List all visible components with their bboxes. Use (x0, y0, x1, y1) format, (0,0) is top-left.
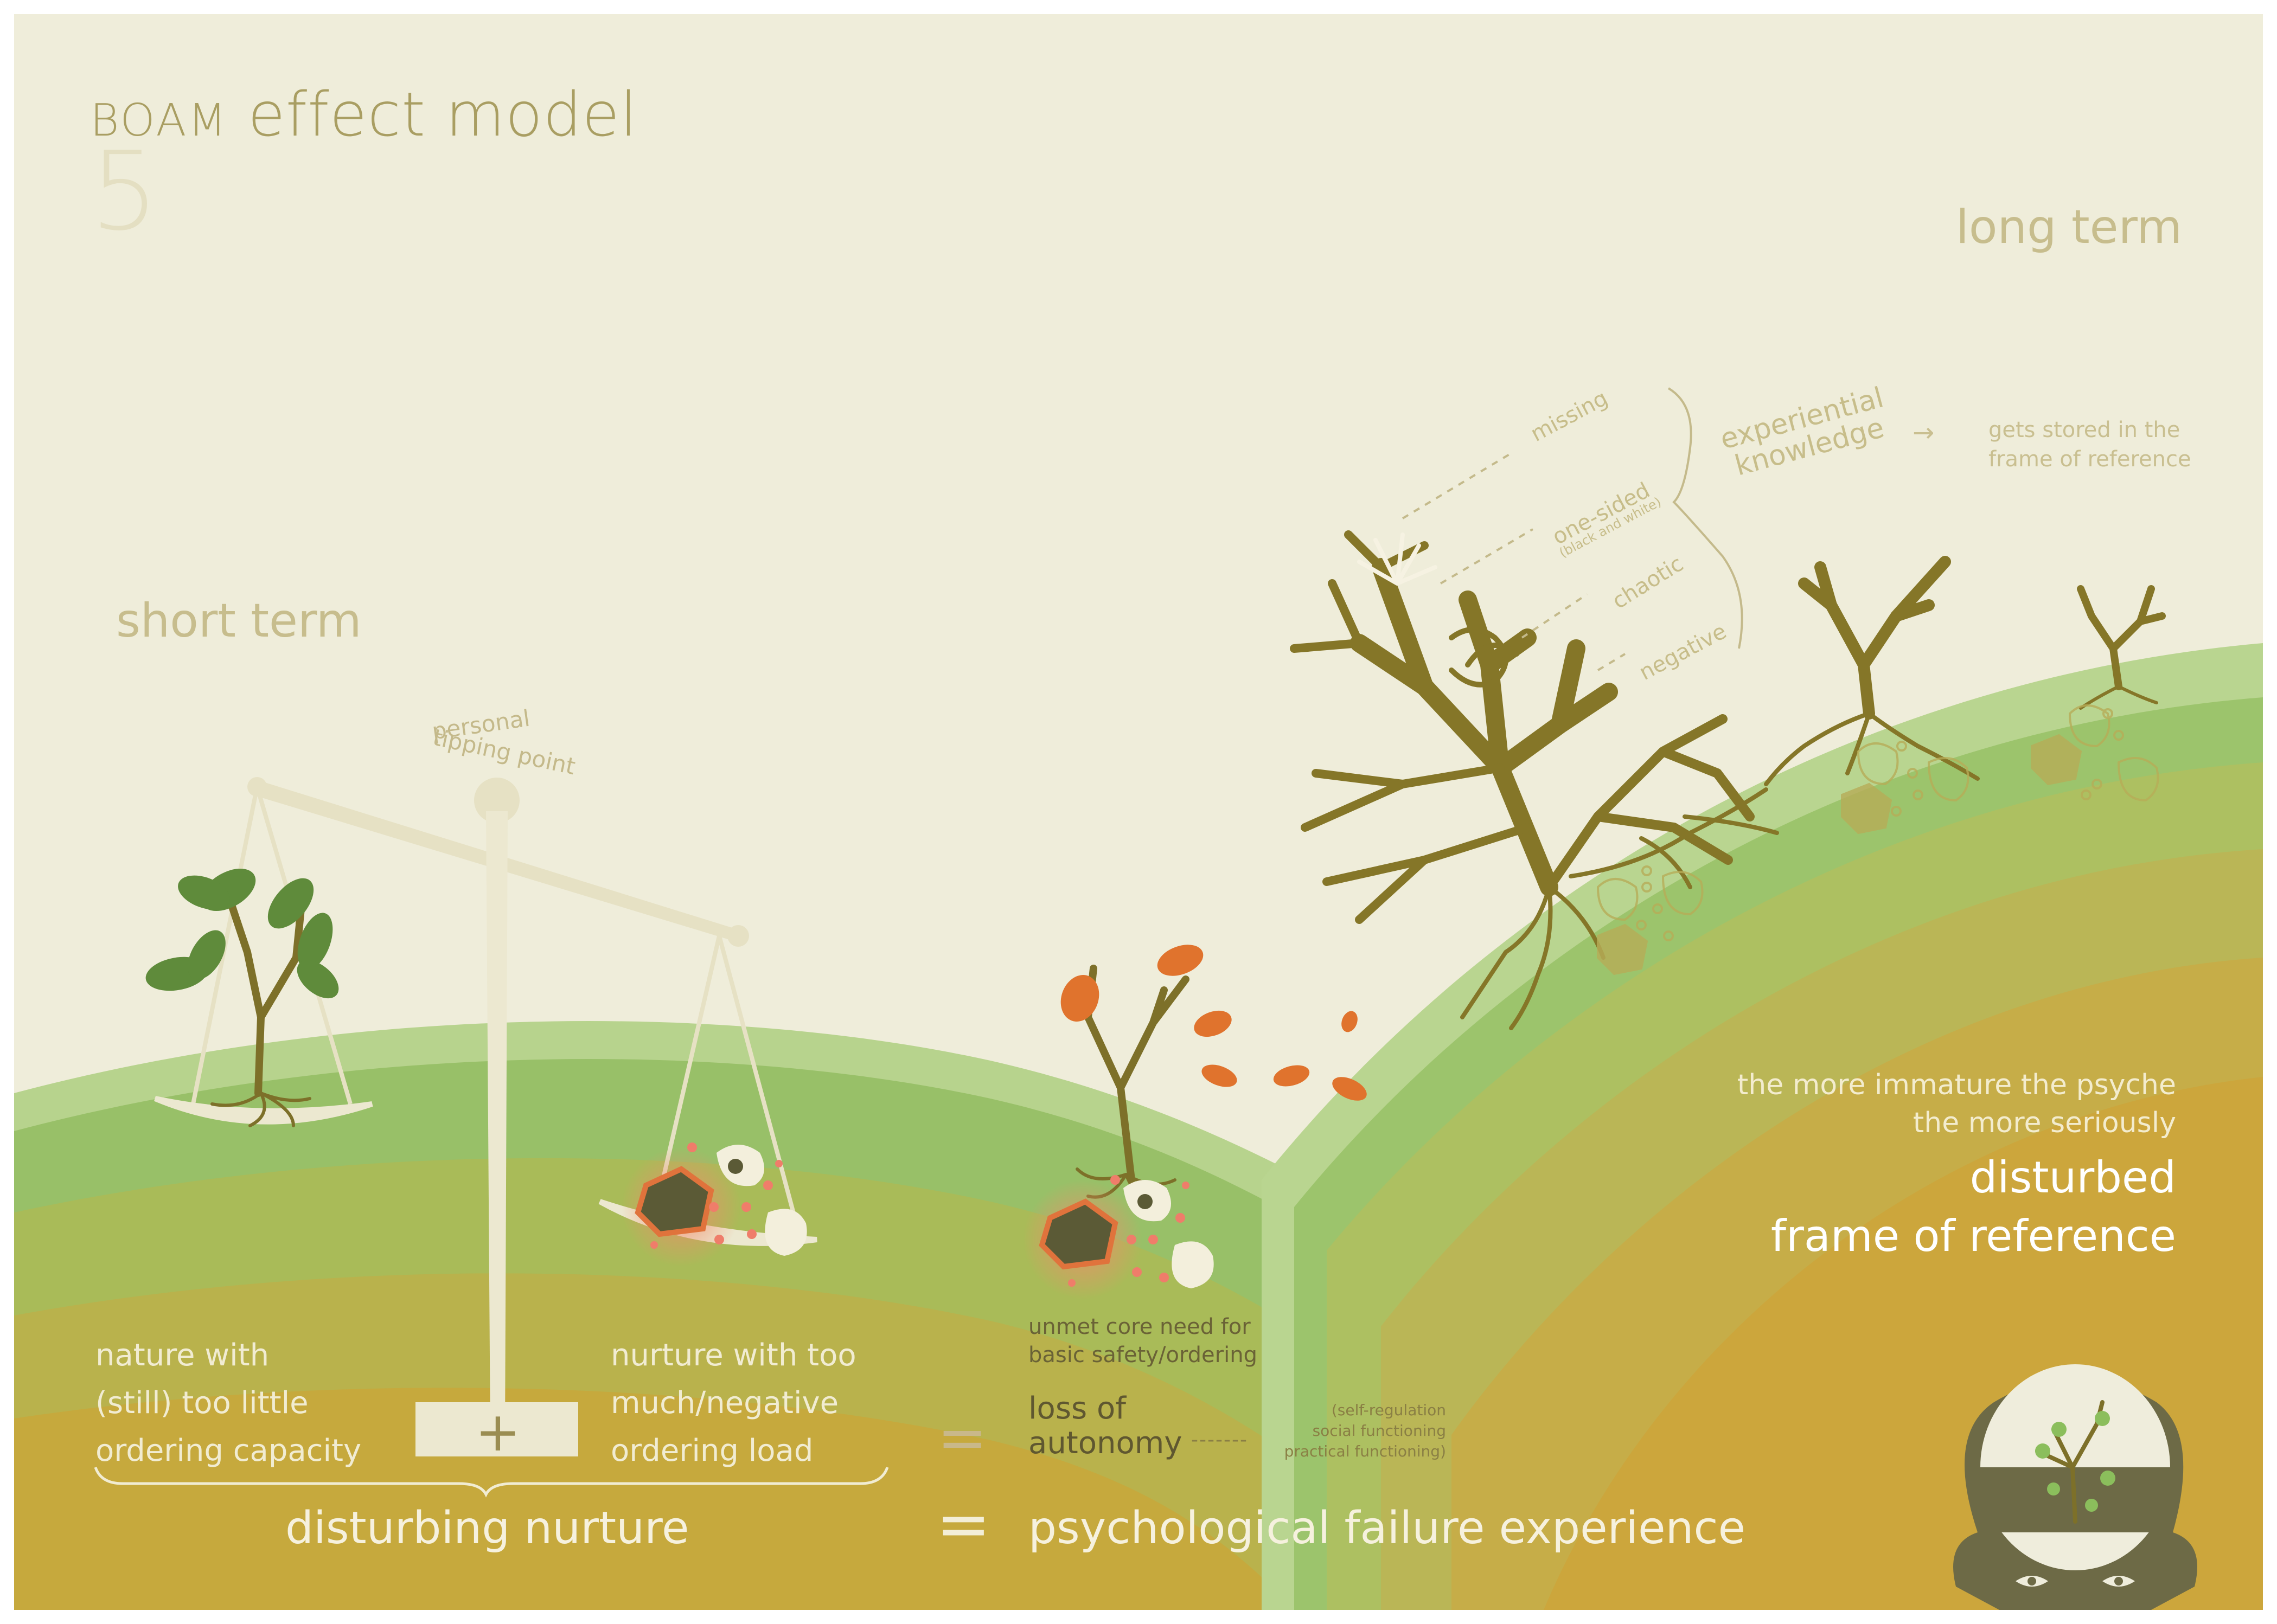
balance-scale (154, 777, 817, 1456)
nurture-line2: much/negative (611, 1385, 839, 1421)
slide-number: 5 (90, 129, 159, 255)
loss-line1: loss of (1028, 1391, 1126, 1426)
selfreg-line3: practical functioning) (1284, 1442, 1446, 1460)
immature-line1: the more immature the psyche (1737, 1069, 2176, 1101)
nurture-label: nurture with too much/negative ordering … (611, 1332, 856, 1475)
landscape-illustration (14, 387, 2263, 1610)
stored-line1: gets stored in the (1988, 418, 2180, 442)
functioning-list: (self-regulation social functioning prac… (1262, 1400, 1446, 1462)
head-icon (1953, 1364, 2197, 1610)
faded-stones-3 (2031, 704, 2159, 802)
dash-connector: ------- (1191, 1429, 1248, 1451)
stored-label: gets stored in the frame of reference (1988, 415, 2191, 474)
brand-label: BOAM (90, 95, 228, 146)
long-term-label: long term (1956, 200, 2183, 254)
unmet-line2: basic safety/ordering (1028, 1343, 1257, 1368)
selfreg-line1: (self-regulation (1331, 1401, 1446, 1419)
bare-tree-2 (1764, 556, 1980, 786)
wilting-tree (1060, 945, 1367, 1209)
short-term-label: short term (116, 594, 362, 648)
nature-line3: ordering capacity (95, 1433, 362, 1468)
title-text: effect model (247, 80, 638, 150)
nurture-line3: ordering load (611, 1433, 814, 1468)
disturbed-tree (1290, 530, 1779, 1030)
faded-stones-1 (1596, 865, 1704, 975)
plus-sign: + (475, 1400, 521, 1463)
loss-line2: autonomy (1028, 1426, 1182, 1461)
page-title: BOAM effect model (90, 85, 637, 145)
unmet-line1: unmet core need for (1028, 1314, 1251, 1339)
healthy-sapling (145, 868, 339, 1127)
nature-line2: (still) too little (95, 1385, 309, 1421)
loss-of-autonomy-label: loss of autonomy (1028, 1391, 1182, 1461)
equals-sign-1: = (937, 1403, 988, 1472)
unmet-need-label: unmet core need for basic safety/orderin… (1028, 1313, 1257, 1369)
nature-label: nature with (still) too little ordering … (95, 1332, 361, 1475)
nurture-brace (94, 1467, 889, 1498)
equals-sign-2: = (936, 1487, 991, 1562)
faded-stones-2 (1841, 741, 1969, 835)
nature-line1: nature with (95, 1338, 270, 1373)
disturbed-line2: frame of reference (1770, 1211, 2176, 1261)
knowledge-pointers (1402, 452, 1626, 671)
stones-core (1023, 1175, 1214, 1299)
psychological-failure-label: psychological failure experience (1028, 1503, 1746, 1554)
disturbed-line1: disturbed (1969, 1152, 2176, 1203)
selfreg-line2: social functioning (1312, 1422, 1446, 1440)
knowledge-brace (1667, 387, 1743, 649)
stored-line2: frame of reference (1988, 447, 2191, 472)
nurture-line1: nurture with too (611, 1338, 856, 1373)
immature-line2: the more seriously (1913, 1107, 2176, 1139)
disturbing-nurture-label: disturbing nurture (285, 1503, 689, 1554)
immature-psyche-label: the more immature the psyche the more se… (1737, 1066, 2176, 1142)
diagram-canvas: BOAM effect model 5 long term short term… (14, 14, 2263, 1610)
disturbed-frame-label: disturbed frame of reference (1771, 1148, 2176, 1266)
stones-load (622, 1142, 807, 1267)
arrow-icon: → (1913, 418, 1935, 448)
